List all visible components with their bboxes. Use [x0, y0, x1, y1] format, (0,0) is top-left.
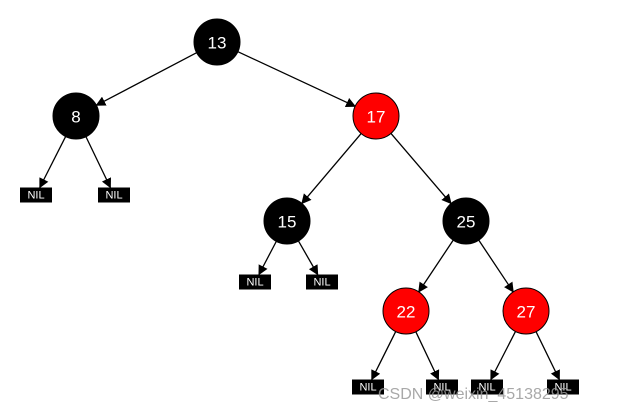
edge-n15-nil3	[258, 241, 277, 276]
tree-node-27: 27	[502, 287, 550, 335]
nil-label: NIL	[313, 277, 330, 289]
nil-label: NIL	[478, 382, 495, 394]
nil-label: NIL	[246, 277, 263, 289]
nil-leaf: NIL	[98, 187, 130, 203]
nil-label: NIL	[359, 382, 376, 394]
node-circle-black	[193, 18, 241, 66]
node-label: 22	[397, 303, 416, 322]
edge-n13-n8	[95, 52, 197, 106]
edges	[39, 51, 560, 381]
tree-node-17: 17	[352, 92, 400, 140]
nil-box	[352, 379, 384, 395]
node-circle-red	[502, 287, 550, 335]
nil-box	[547, 379, 579, 395]
nil-leaf: NIL	[471, 379, 503, 395]
nil-box	[20, 187, 52, 203]
nil-box	[239, 274, 271, 290]
node-label: 25	[457, 213, 476, 232]
nil-label: NIL	[554, 382, 571, 394]
nil-label: NIL	[105, 190, 122, 202]
tree-node-22: 22	[382, 287, 430, 335]
nil-box	[471, 379, 503, 395]
nil-leaf: NIL	[239, 274, 271, 290]
edge-n8-nil2	[85, 136, 111, 189]
edge-n25-n27	[478, 239, 514, 293]
edge-n22-nil6	[415, 331, 440, 381]
tree-node-25: 25	[442, 197, 490, 245]
edge-n17-n15	[301, 133, 362, 205]
node-circle-red	[352, 92, 400, 140]
node-label: 27	[517, 303, 536, 322]
node-label: 17	[367, 108, 386, 127]
tree-node-13: 13	[193, 18, 241, 66]
edge-n17-n25	[390, 133, 452, 205]
nil-leaf: NIL	[352, 379, 384, 395]
node-circle-black	[52, 92, 100, 140]
edge-n25-n22	[418, 239, 454, 293]
edge-n22-nil5	[371, 331, 397, 381]
node-label: 13	[208, 34, 227, 53]
edge-n8-nil1	[39, 136, 67, 189]
edge-n15-nil4	[297, 240, 319, 276]
nil-leaf: NIL	[20, 187, 52, 203]
tree-node-8: 8	[52, 92, 100, 140]
nil-leaf: NIL	[306, 274, 338, 290]
nil-leaf: NIL	[547, 379, 579, 395]
node-circle-black	[442, 197, 490, 245]
nil-label: NIL	[433, 382, 450, 394]
node-label: 8	[71, 108, 80, 127]
node-circle-black	[263, 197, 311, 245]
nil-label: NIL	[27, 190, 44, 202]
node-label: 15	[278, 213, 297, 232]
nil-box	[306, 274, 338, 290]
edge-n27-nil7	[490, 331, 517, 381]
tree-node-15: 15	[263, 197, 311, 245]
nil-box	[426, 379, 458, 395]
edge-n27-nil8	[535, 331, 560, 381]
edge-n13-n17	[237, 51, 357, 108]
nil-leaf: NIL	[426, 379, 458, 395]
node-circle-red	[382, 287, 430, 335]
nil-box	[98, 187, 130, 203]
